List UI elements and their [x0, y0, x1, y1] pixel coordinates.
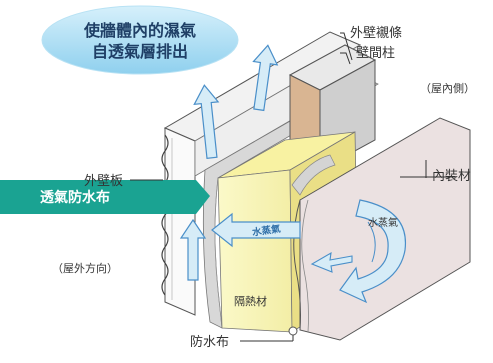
interior-side-label: （屋內側） [420, 82, 475, 95]
exterior-board-label: 外壁板 [84, 174, 123, 189]
bubble-line-1: 使牆體內的濕氣 [83, 21, 196, 40]
insulation-label: 隔熱材 [234, 294, 267, 308]
wall-post [288, 44, 377, 171]
breathable-membrane-banner: 透氣防水布 [0, 180, 210, 214]
exterior-side-label: （屋外方向） [52, 261, 118, 275]
post-label: 壁間柱 [356, 46, 395, 61]
vapor-up-arrow-1 [193, 84, 220, 159]
vapor-up-arrow-3 [179, 218, 207, 281]
moisture-callout-bubble: 使牆體內的濕氣 自透氣層排出 [41, 5, 239, 75]
vapor-up-arrow-2 [252, 44, 279, 112]
interior-finish-label: 內裝材 [432, 169, 471, 184]
waterproof-sheet-marker [288, 326, 298, 336]
vapor-label-1: 水蒸氣 [251, 223, 281, 239]
bubble-line-2: 自透氣層排出 [92, 42, 188, 61]
vapor-in-arrow [310, 251, 353, 273]
vapor-arrows [179, 44, 407, 304]
vapor-curved-arrow [339, 199, 407, 304]
vapor-left-arrow [211, 212, 301, 248]
leader-lines [130, 32, 455, 342]
breathable-membrane-label: 透氣防水布 [40, 189, 110, 206]
vapor-label-2: 水蒸氣 [368, 216, 398, 229]
waterproof-sheet-label: 防水布 [190, 334, 229, 350]
stud-label: 外壁襯條 [350, 25, 402, 41]
